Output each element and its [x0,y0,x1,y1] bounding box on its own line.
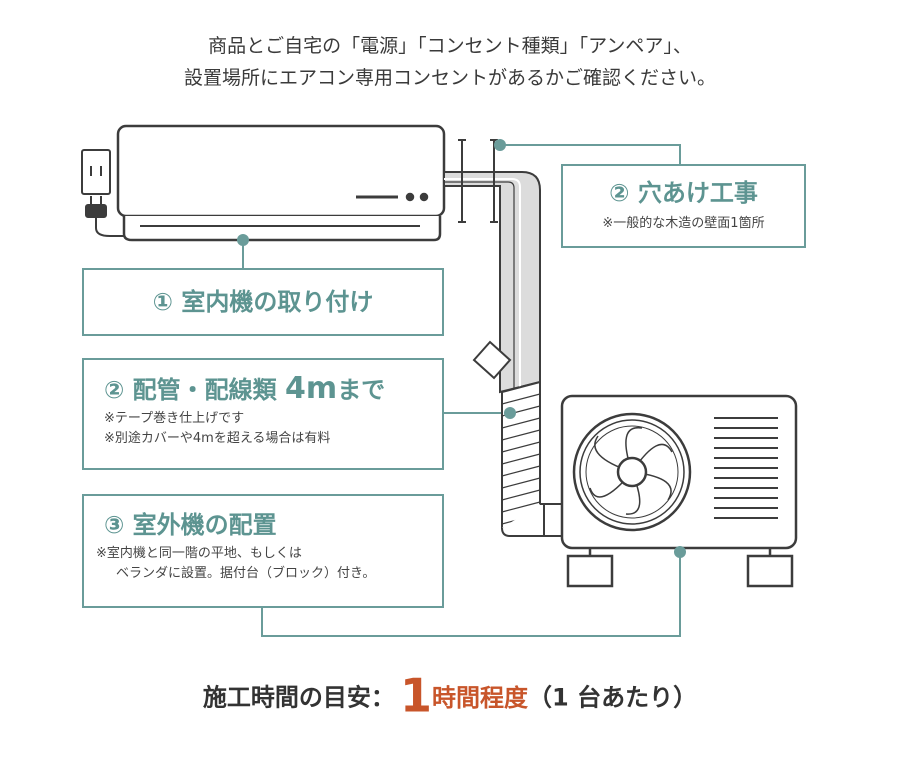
step-outdoor-box: ③ 室外機の配置 ※室内機と同一階の平地、もしくは ベランダに設置。据付台（ブロ… [82,494,444,608]
duration-per-unit: （1 台あたり） [528,683,698,712]
step-pipe-notes: ※テープ巻き仕上げです ※別途カバーや4mを超える場合は有料 [104,409,442,449]
duration-number: 1 [400,668,433,722]
step-outdoor-note-2: ベランダに設置。据付台（ブロック）付き。 [116,566,376,581]
installation-duration: 施工時間の目安： 1時間程度（1 台あたり） [0,668,900,722]
step-pipe-length-suffix: まで [337,376,386,404]
step-pipe-title: ② 配管・配線類 [104,376,277,404]
power-plug-icon [85,196,124,237]
mounting-blocks [566,548,794,588]
indoor-unit [116,124,446,242]
step-pipe-box: ② 配管・配線類 4mまで ※テープ巻き仕上げです ※別途カバーや4mを超える場… [82,358,444,470]
step-hole-note: ※一般的な木造の壁面1箇所 [602,216,765,231]
outdoor-unit [560,394,798,588]
step-outdoor-notes: ※室内機と同一階の平地、もしくは ベランダに設置。据付台（ブロック）付き。 [96,544,442,584]
connector-outdoor [261,552,681,637]
intro-line-2: 設置場所にエアコン専用コンセントがあるかご確認ください。 [183,67,716,89]
duration-value: 1時間程度 [400,668,528,722]
connector-hole [500,144,681,164]
step-pipe-heading: ② 配管・配線類 4mまで [104,374,442,405]
dot-pipe [504,407,516,419]
connector-dots [237,139,686,558]
step-outdoor-note-1: ※室内機と同一階の平地、もしくは [96,546,302,561]
fan-icon [579,419,685,525]
step-hole-title: ② 穴あけ工事 [609,179,758,207]
duration-unit: 時間程度 [432,683,529,712]
dot-install [237,234,249,246]
step-outdoor-title: ③ 室外機の配置 [104,511,277,539]
duration-label: 施工時間の目安： [202,683,395,712]
step-pipe-note-2: ※別途カバーや4mを超える場合は有料 [104,431,331,446]
wall-section [458,139,498,223]
step-pipe-note-1: ※テープ巻き仕上げです [104,411,245,426]
wall-outlet [81,149,111,195]
intro-line-1: 商品とご自宅の「電源」「コンセント種類」「アンペア」、 [208,35,692,57]
step-install-box: ① 室内機の取り付け [82,268,444,336]
connector-lines [242,144,681,637]
dot-outdoor [674,546,686,558]
dot-hole [494,139,506,151]
step-pipe-length: 4m [285,371,338,406]
step-hole-box: ② 穴あけ工事 ※一般的な木造の壁面1箇所 [561,164,806,248]
vent-grille [714,417,778,519]
step-install-title: ① 室内機の取り付け [152,288,374,316]
pipe-run [443,171,563,537]
intro-text: 商品とご自宅の「電源」「コンセント種類」「アンペア」、 設置場所にエアコン専用コ… [0,30,900,94]
